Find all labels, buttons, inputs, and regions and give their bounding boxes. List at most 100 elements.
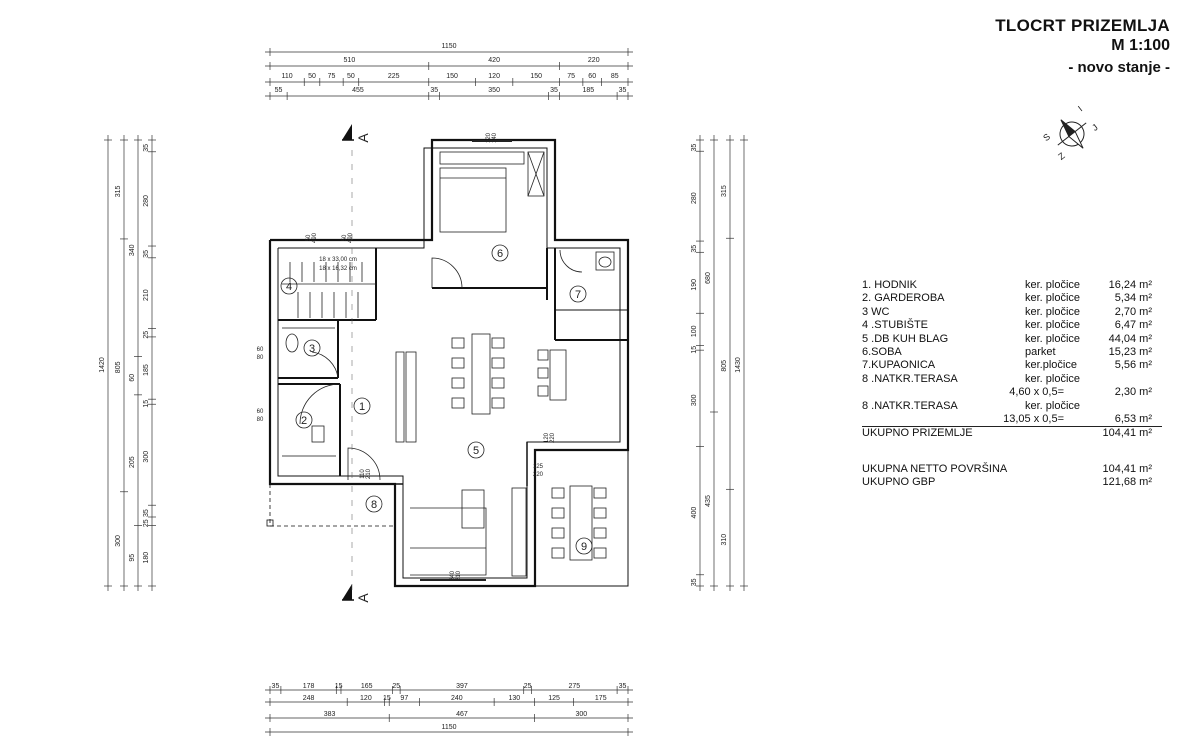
chair bbox=[491, 397, 505, 409]
legend-room-name: 1. HODNIK bbox=[862, 279, 918, 291]
dimension-lines bbox=[104, 48, 748, 736]
legend-room-area: 5,34 m² bbox=[1114, 292, 1152, 305]
legend-room-area: 6,53 m² bbox=[1114, 412, 1152, 425]
room-number-circle bbox=[569, 285, 587, 303]
opening-dimension-label: 490 bbox=[312, 232, 318, 243]
opening-dimension-label: 210 bbox=[366, 468, 372, 479]
plan-scale: M 1:100 bbox=[1111, 37, 1170, 54]
legend-gbp-area-label: UKUPNO GBP bbox=[862, 476, 936, 489]
dimension-label: 680 bbox=[705, 272, 712, 284]
dimension-label: 100 bbox=[691, 325, 698, 337]
room-number-circle bbox=[491, 244, 509, 262]
dimension-label: 1430 bbox=[735, 357, 742, 373]
dimension-label: 35 bbox=[691, 245, 698, 253]
chair bbox=[491, 377, 505, 389]
dimension-label: 340 bbox=[129, 244, 136, 256]
section-arrow-icon bbox=[342, 584, 352, 600]
dimension-label: 35 bbox=[272, 683, 280, 690]
dimension-label: 85 bbox=[611, 73, 619, 80]
opening-dimension-label: 80 bbox=[257, 417, 264, 423]
dimension-label: 35 bbox=[619, 87, 627, 94]
room-number-7: 7 bbox=[575, 289, 581, 301]
legend-room-calc: 13,05 x 0,5= bbox=[1003, 412, 1064, 425]
plan-title: TLOCRT PRIZEMLJA bbox=[995, 16, 1170, 35]
dimension-label: 397 bbox=[456, 683, 468, 690]
legend-room-area: 2,30 m² bbox=[1114, 386, 1152, 399]
dimension-label: 95 bbox=[129, 554, 136, 562]
legend-net-area-value: 104,41 m² bbox=[1102, 462, 1152, 475]
dimension-label: 35 bbox=[619, 683, 627, 690]
dimension-label: 50 bbox=[308, 73, 316, 80]
room-number-circle bbox=[575, 537, 593, 555]
dimension-label: 180 bbox=[143, 552, 150, 564]
opening-dimension-label: 220 bbox=[533, 472, 544, 478]
opening-dimension-label: 120 bbox=[544, 432, 550, 443]
room-number-5: 5 bbox=[473, 445, 479, 457]
dimension-label: 805 bbox=[721, 360, 728, 372]
legend-room-name: 2. GARDEROBA bbox=[862, 292, 945, 305]
legend-room-material: ker. pločice bbox=[1025, 319, 1081, 332]
dimension-label: 50 bbox=[347, 73, 355, 80]
chair bbox=[551, 507, 565, 519]
chair bbox=[491, 337, 505, 349]
dimension-label: 310 bbox=[721, 534, 728, 546]
room-number-circle bbox=[467, 441, 485, 459]
legend-room-name: 5 .DB KUH BLAG bbox=[862, 332, 949, 345]
dimension-label: 240 bbox=[451, 695, 463, 702]
dimension-label: 1150 bbox=[441, 43, 456, 50]
dimension-label: 130 bbox=[509, 695, 521, 702]
opening-dimension-label: 240 bbox=[450, 570, 456, 581]
opening-dimension-label: 50 bbox=[306, 234, 312, 241]
legend-row: 13,05 x 0,5= 6,53 m² bbox=[862, 413, 1162, 426]
compass-letter-I: I bbox=[1076, 104, 1084, 113]
chair bbox=[491, 357, 505, 369]
chairs bbox=[451, 337, 607, 559]
room-number-circle bbox=[303, 339, 321, 357]
dimension-label: 35 bbox=[143, 509, 150, 517]
dimension-label: 210 bbox=[143, 289, 150, 301]
legend-room-material: parket bbox=[1025, 345, 1056, 358]
dimension-label: 75 bbox=[328, 73, 336, 80]
legend-room-name: 8 .NATKR.TERASA bbox=[862, 399, 958, 412]
dimension-label: 435 bbox=[705, 495, 712, 507]
chair bbox=[451, 397, 465, 409]
dimension-label: 420 bbox=[488, 57, 500, 64]
dimension-label: 35 bbox=[430, 87, 438, 94]
chair bbox=[593, 547, 607, 559]
dimension-label: 300 bbox=[691, 394, 698, 406]
section-label-top: A bbox=[355, 133, 371, 143]
dimension-label: 455 bbox=[352, 87, 364, 94]
dimension-label: 510 bbox=[344, 57, 356, 64]
chair bbox=[451, 357, 465, 369]
dimension-label: 60 bbox=[588, 73, 596, 80]
legend-room-material: ker.pločice bbox=[1025, 359, 1077, 372]
opening-dimension-label: 50 bbox=[342, 234, 348, 241]
legend-room-name: 4 .STUBIŠTE bbox=[862, 319, 929, 332]
legend-net-area-label: UKUPNA NETTO POVRŠINA bbox=[862, 462, 1008, 475]
stair-label-line2: 18 x 16,32 cm bbox=[319, 266, 357, 272]
furniture bbox=[282, 140, 615, 581]
dimension-label: 35 bbox=[691, 578, 698, 586]
dimension-label: 75 bbox=[567, 73, 575, 80]
legend-total-label: UKUPNO PRIZEMLJE bbox=[862, 427, 973, 440]
dimension-label: 97 bbox=[400, 695, 408, 702]
legend-room-name: 3 WC bbox=[862, 305, 890, 318]
dimension-label: 300 bbox=[143, 451, 150, 463]
chair bbox=[593, 507, 607, 519]
legend-room-material: ker. pločice bbox=[1025, 372, 1081, 385]
opening-dimension-label: 490 bbox=[348, 232, 354, 243]
dimension-label: 805 bbox=[115, 361, 122, 373]
dimension-label: 205 bbox=[129, 456, 136, 468]
legend-room-area: 44,04 m² bbox=[1108, 332, 1152, 345]
opening-dimension-label: 60 bbox=[257, 347, 264, 353]
opening-dimension-label: 140 bbox=[492, 132, 498, 143]
